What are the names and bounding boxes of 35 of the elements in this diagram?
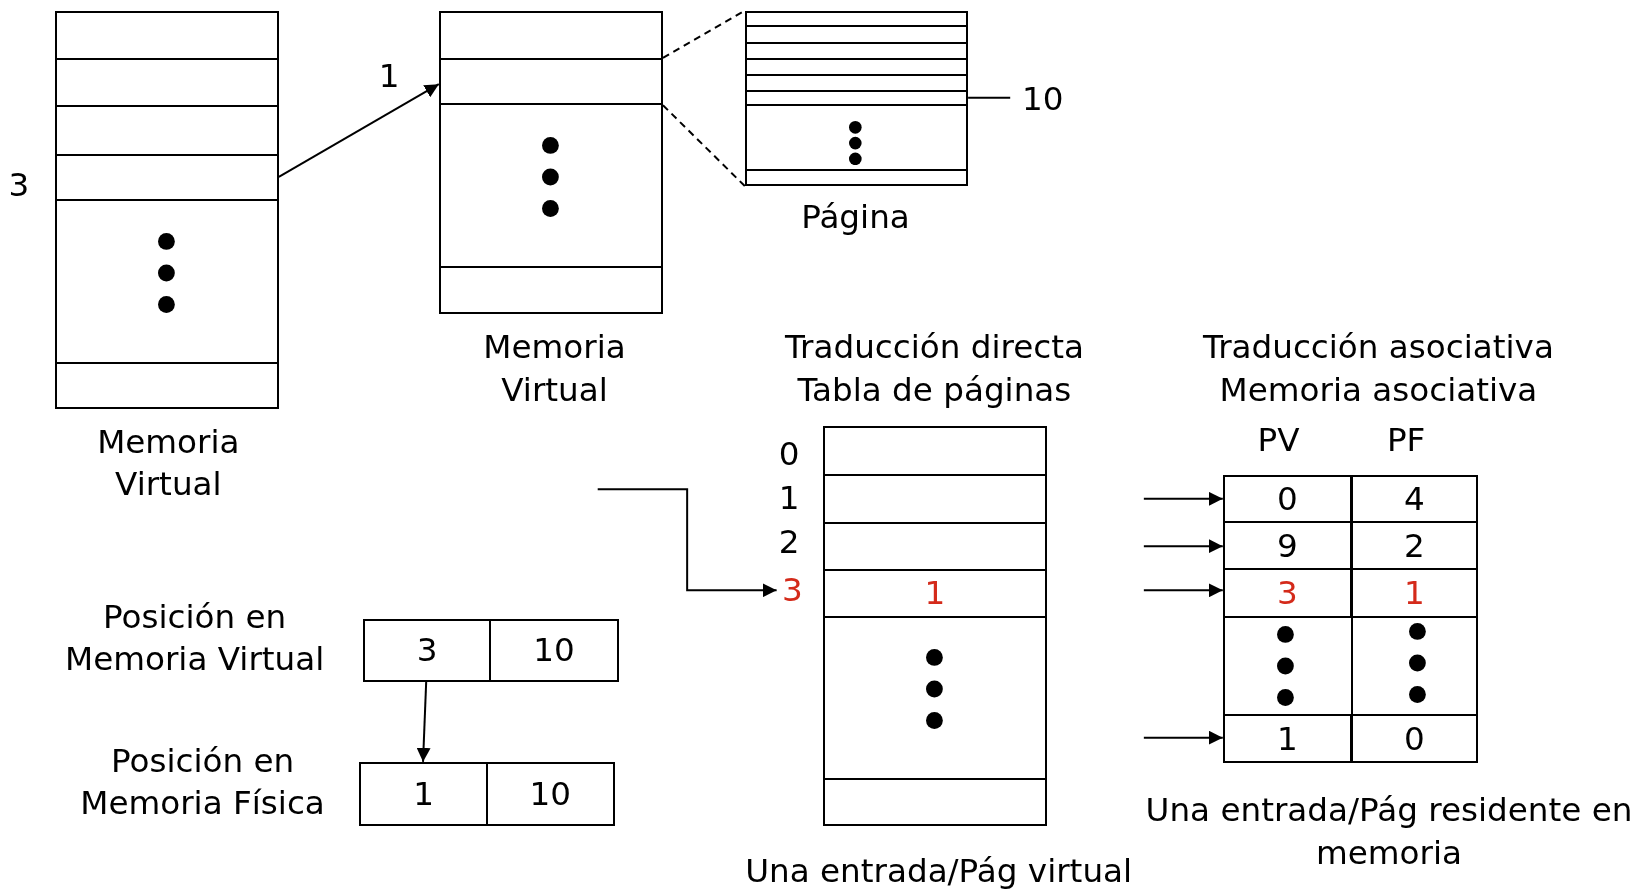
node-label: Una entrada/Pág residente en memoria [1144, 790, 1634, 874]
arrow [1142, 730, 1224, 745]
row-number: 1 [378, 56, 400, 95]
table-cell: 10 [489, 618, 619, 682]
index-number: 3 [776, 568, 809, 613]
node-label: Una entrada/Pág virtual [744, 851, 1134, 893]
node-label: Traducción directa Tabla de páginas [783, 327, 1085, 411]
memory-row [54, 153, 279, 201]
arrow [1142, 491, 1224, 506]
memory-row [745, 90, 969, 107]
table-cell: 10 [486, 761, 615, 827]
node-label: Página [800, 196, 911, 238]
arrow [1142, 583, 1224, 598]
column-header: PV [1257, 420, 1300, 459]
node-label: Traducción asociativa Memoria asociativa [1202, 327, 1555, 411]
column-header: PF [1386, 420, 1426, 459]
table-cell: 3 [363, 618, 492, 682]
index-number: 0 [778, 434, 800, 473]
arrow [277, 83, 440, 178]
leader-line [967, 96, 1012, 99]
dashed-line [661, 104, 747, 188]
memory-row [438, 57, 663, 106]
index-number: 1 [778, 478, 800, 517]
arrow [1142, 539, 1224, 554]
node-label: Memoria Virtual [96, 421, 241, 506]
node-label: Posición en Memoria Virtual [64, 596, 326, 680]
arrow [596, 488, 778, 598]
index-number: 2 [778, 523, 800, 561]
node-label: Posición en Memoria Física [79, 740, 326, 825]
table-cell: 1 [358, 761, 489, 827]
arrow [416, 680, 431, 763]
row-number: 3 [8, 166, 30, 205]
table-row: 1 [822, 569, 1047, 618]
offset-number: 10 [1010, 75, 1076, 123]
node-label: Memoria Virtual [482, 327, 627, 411]
